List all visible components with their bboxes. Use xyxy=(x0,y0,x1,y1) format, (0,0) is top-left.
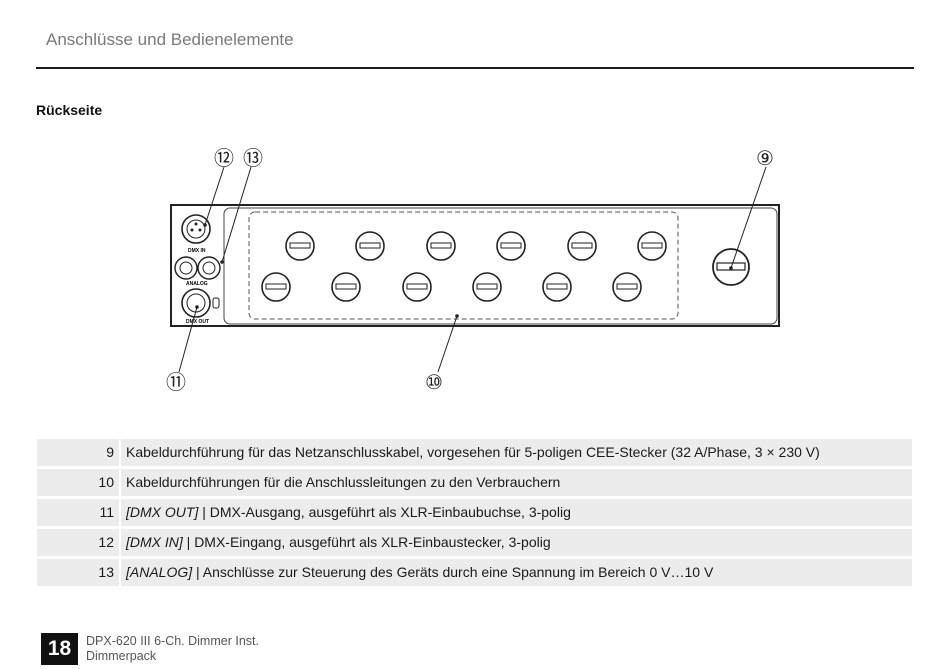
inner-panel xyxy=(223,207,778,325)
callout-11: ⑪ xyxy=(166,370,186,394)
cable-glands-row-1 xyxy=(285,231,667,261)
rear-panel-diagram: DMX IN ANALOG DMX OUT xyxy=(166,146,780,394)
analog-connectors xyxy=(174,256,221,280)
legend-number: 9 xyxy=(106,444,114,460)
page-number: 18 xyxy=(41,633,78,665)
legend-row: 10 Kabeldurchführungen für die Anschluss… xyxy=(37,469,912,496)
legend-number: 11 xyxy=(99,504,114,520)
footer-product: DPX-620 III 6-Ch. Dimmer Inst. xyxy=(86,634,259,648)
leader-lines xyxy=(178,166,767,373)
legend-row: 11 [DMX OUT] | DMX-Ausgang, ausgeführt a… xyxy=(37,499,912,526)
legend-description: [ANALOG] | Anschlüsse zur Steuerung des … xyxy=(126,564,714,580)
section-title: Rückseite xyxy=(36,102,103,118)
legend-number: 13 xyxy=(98,564,114,580)
header-rule xyxy=(36,67,914,69)
legend-row: 12 [DMX IN] | DMX-Eingang, ausgeführt al… xyxy=(37,529,912,556)
callout-13: ⑬ xyxy=(243,146,263,170)
cable-gland-group-outline xyxy=(248,211,679,320)
legend-description: [DMX IN] | DMX-Eingang, ausgeführt als X… xyxy=(126,534,551,550)
legend-number: 12 xyxy=(98,534,114,550)
chapter-title: Anschlüsse und Bedienelemente xyxy=(46,30,294,49)
legend-row: 9 Kabeldurchführung für das Netzanschlus… xyxy=(37,439,912,466)
legend-table: 9 Kabeldurchführung für das Netzanschlus… xyxy=(37,439,912,589)
callout-9: ⑨ xyxy=(756,146,774,170)
dmx-out-connector xyxy=(181,288,220,318)
label-dmx-out: DMX OUT xyxy=(186,319,209,325)
callout-12: ⑫ xyxy=(214,146,234,170)
label-analog: ANALOG xyxy=(186,281,208,287)
cable-glands-row-2 xyxy=(261,272,642,302)
legend-row: 13 [ANALOG] | Anschlüsse zur Steuerung d… xyxy=(37,559,912,586)
legend-description: Kabeldurchführungen für die Anschlusslei… xyxy=(126,474,561,490)
dmx-in-connector xyxy=(181,214,211,244)
label-dmx-in: DMX IN xyxy=(188,248,206,254)
legend-number: 10 xyxy=(98,474,114,490)
footer-subtitle: Dimmerpack xyxy=(86,649,157,663)
legend-description: Kabeldurchführung für das Netzanschlussk… xyxy=(126,444,820,460)
callout-10: ⑩ xyxy=(425,370,443,394)
legend-description: [DMX OUT] | DMX-Ausgang, ausgeführt als … xyxy=(126,504,571,520)
